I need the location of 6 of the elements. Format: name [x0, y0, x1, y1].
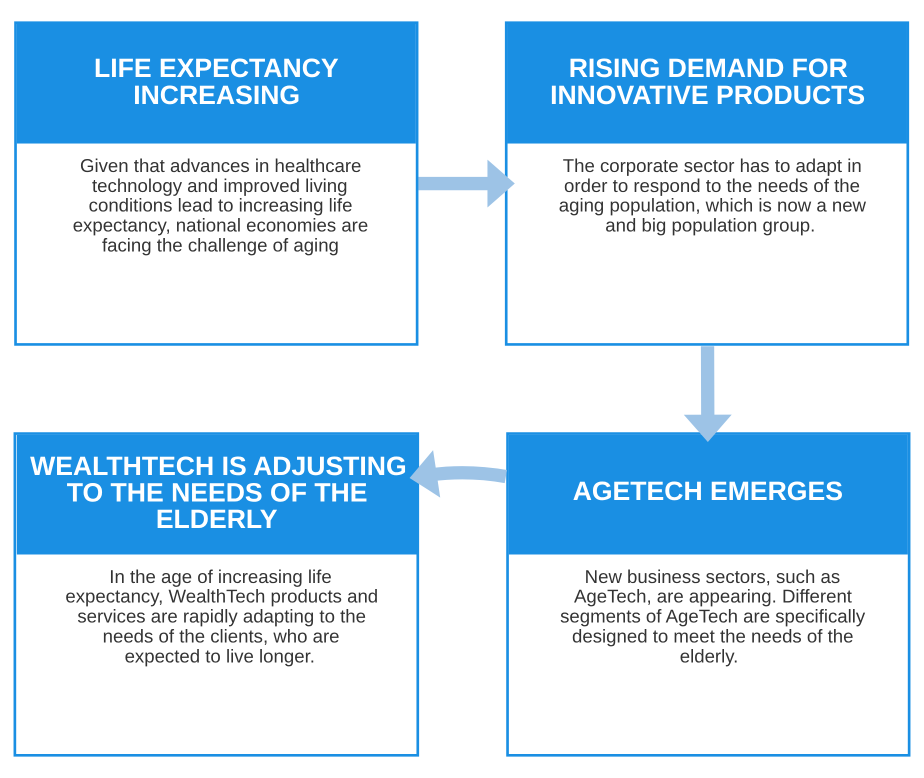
arrow	[418, 160, 515, 208]
arrow	[410, 450, 507, 498]
arrow	[684, 346, 732, 442]
node-box: LIFE EXPECTANCY INCREASING Given that advances in healthcare technology and improved living conditions lead to increasing life expectancy, national economies are facing the challenge of aging	[14, 21, 418, 346]
node-box: AGETECH EMERGES New business sectors, such as AgeTech, are appearing. Different segments of AgeTech are specifically designed to meet the needs of the elderly.	[506, 432, 910, 757]
node-box: RISING DEMAND FOR INNOVATIVE PRODUCTS The corporate sector has to adapt in order to respond to the needs of the aging population, which is now a new and big population group.	[504, 21, 910, 346]
